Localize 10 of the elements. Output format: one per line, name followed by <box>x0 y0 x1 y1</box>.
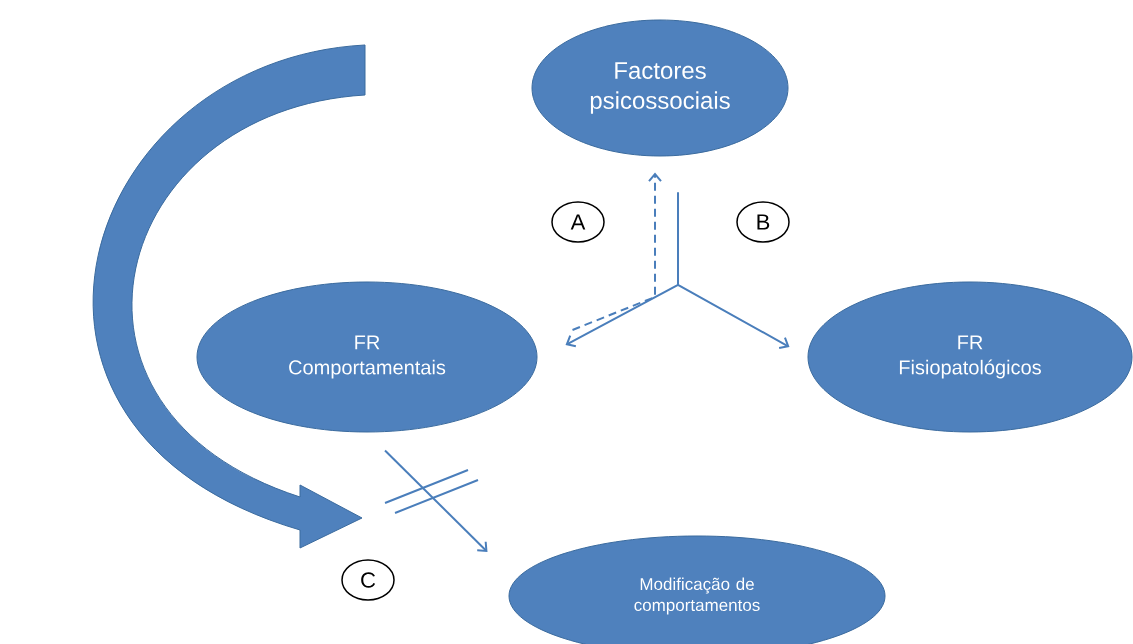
circled-letter: A <box>551 201 605 243</box>
arrow <box>677 191 790 350</box>
arrow <box>571 172 662 331</box>
circled-letter: B <box>736 201 790 243</box>
arrow <box>384 449 488 552</box>
ellipse-node: FR Comportamentais <box>196 281 538 433</box>
ellipse-node: FR Fisiopatológicos <box>807 281 1133 433</box>
circled-letter: C <box>341 559 395 601</box>
ellipse-node: Modificação de comportamentos <box>508 535 886 644</box>
ellipse-node: Factores psicossociais <box>531 19 789 157</box>
